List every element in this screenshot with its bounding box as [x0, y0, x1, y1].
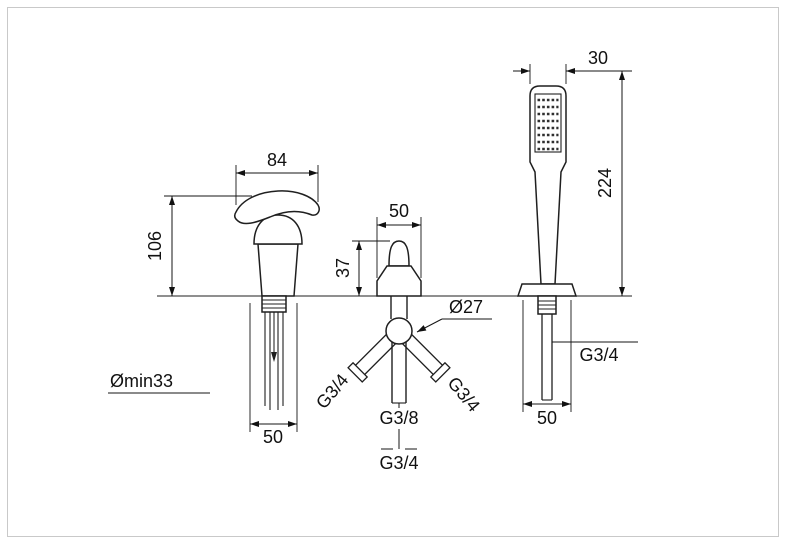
mixer-fixing-rod-tip — [271, 352, 277, 362]
dim-shower-height: 224 — [595, 71, 625, 296]
dim-mixer-height-label: 106 — [145, 231, 165, 261]
diverter-vertical-pipe — [390, 296, 408, 404]
mixer-shank-thread-lines — [262, 299, 286, 309]
dim-diverter-height: 37 — [333, 240, 390, 296]
note-shower-thread-label: G3/4 — [579, 345, 618, 365]
diverter-lower-centerline — [381, 403, 417, 450]
diverter-bottom-thread-label: G3/4 — [379, 453, 418, 473]
dim-diverter-width-label: 50 — [389, 201, 409, 221]
diverter-right-thread-label: G3/4 — [444, 373, 484, 416]
dim-shower-footprint: 50 — [522, 300, 572, 428]
note-mixer-hole-min: Ømin33 — [108, 371, 210, 394]
diverter-group — [347, 240, 451, 450]
note-shower-thread: G3/4 — [552, 341, 638, 365]
note-diverter-diameter: Ø27 — [416, 297, 492, 333]
dim-shower-head-width-label: 30 — [588, 48, 608, 68]
mixer-lever-handle — [233, 190, 320, 225]
diverter-escutcheon — [376, 265, 422, 297]
handshower-spray-face — [534, 93, 562, 153]
dim-diverter-width: 50 — [376, 201, 422, 278]
handshower-holder — [516, 283, 578, 297]
dim-mixer-footprint: 50 — [249, 303, 298, 447]
dim-diverter-height-label: 37 — [333, 258, 353, 278]
dim-mixer-width: 84 — [235, 150, 319, 205]
diverter-left-thread-label: G3/4 — [312, 370, 352, 413]
handshower-shank-thread-lines — [538, 300, 556, 310]
handshower-group — [516, 85, 578, 401]
page-border — [7, 7, 779, 537]
diverter-joint-body — [385, 317, 413, 345]
diverter-knob — [388, 240, 410, 267]
dim-mixer-footprint-label: 50 — [263, 427, 283, 447]
mixer-body-group — [233, 190, 320, 410]
dim-shower-head-width: 30 — [513, 48, 632, 84]
mixer-pivot-dome — [253, 214, 303, 245]
mixer-supply-hoses — [264, 312, 284, 410]
diverter-middle-thread-label: G3/8 — [379, 408, 418, 428]
dim-shower-height-label: 224 — [595, 168, 615, 198]
handshower-hose — [541, 314, 553, 401]
dim-mixer-width-label: 84 — [267, 150, 287, 170]
mixer-body — [257, 243, 299, 297]
dim-shower-footprint-label: 50 — [537, 408, 557, 428]
handshower-spray-nozzles — [537, 98, 559, 151]
dim-mixer-height: 106 — [145, 195, 252, 296]
note-diverter-diameter-label: Ø27 — [449, 297, 483, 317]
note-mixer-hole-min-label: Ømin33 — [110, 371, 173, 391]
